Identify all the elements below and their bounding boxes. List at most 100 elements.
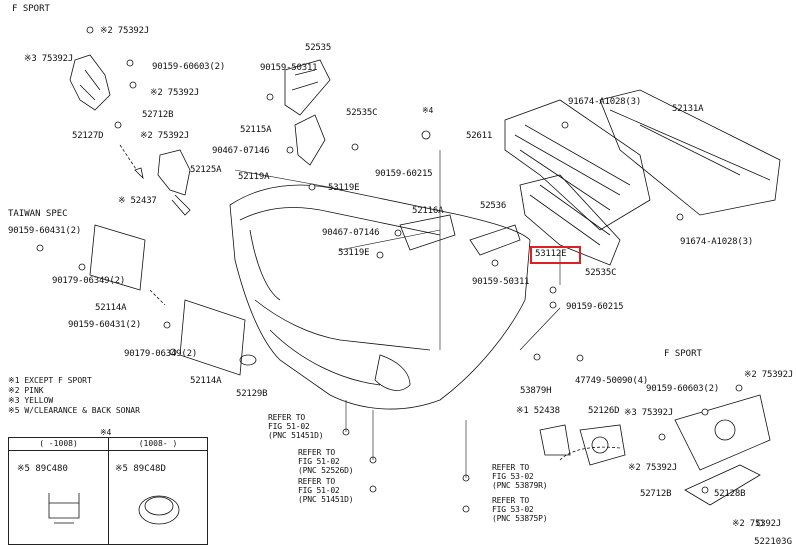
cap-52129b [239,354,257,366]
reinforcement-52131a [599,89,781,216]
refer-line: (PNC 52526D) [298,466,354,475]
section-taiwan-spec: TAIWAN SPEC [8,209,68,219]
part-label[interactable]: 91674-A1028(3) [680,237,754,247]
part-label[interactable]: 90159-60431(2) [68,320,142,330]
piece-52438 [539,424,571,456]
part-label[interactable]: 52127D [72,131,104,141]
inset-col1-part[interactable]: ※5 89C480 [17,464,68,474]
license-bracket-52114a-lower [179,299,246,376]
part-label[interactable]: 52126D [588,406,620,416]
sensor-icon [138,495,180,525]
fog-opening-left [374,354,411,391]
inset-col1-header: ( -1008) [9,438,108,451]
part-label[interactable]: ※3 75392J [24,54,74,64]
part-label[interactable]: 52114A [190,376,222,386]
lower-grille-53112e [519,174,621,266]
refer-line: FIG 53-02 [492,472,534,481]
refer-note[interactable]: REFER TO FIG 53-02 (PNC 53879R) [492,463,548,490]
refer-note[interactable]: REFER TO FIG 51-02 (PNC 52526D) [298,448,354,475]
refer-line: (PNC 53879R) [492,481,548,490]
refer-line: REFER TO [298,448,335,457]
part-label[interactable]: ※2 75392J [150,88,200,98]
legend: ※1 EXCEPT F SPORT ※2 PINK ※3 YELLOW ※5 W… [8,376,140,416]
part-label[interactable]: ※2 75392J [140,131,190,141]
refer-line: REFER TO [298,477,335,486]
part-label[interactable]: 52115A [240,125,272,135]
legend-item: ※1 EXCEPT F SPORT [8,376,92,385]
clip-icon [48,493,80,524]
refer-note[interactable]: REFER TO FIG 51-02 (PNC 51451D) [298,477,354,504]
part-label[interactable]: 90179-06349(2) [52,276,126,286]
part-label[interactable]: 90467-07146 [212,146,270,156]
part-label[interactable]: 90159-60603(2) [646,384,720,394]
bracket-52536 [469,224,521,256]
bumper-cover-52119a [229,184,531,410]
refer-note[interactable]: REFER TO FIG 51-02 (PNC 51451D) [268,413,324,440]
refer-line: (PNC 53875P) [492,514,548,523]
part-label[interactable]: 90159-60431(2) [8,226,82,236]
part-label[interactable]: 90159-60215 [375,169,433,179]
bracket-52116a [399,214,456,251]
refer-note[interactable]: REFER TO FIG 53-02 (PNC 53875P) [492,496,548,523]
license-bracket-52114a-upper [89,224,146,291]
refer-line: FIG 51-02 [298,457,340,466]
part-label[interactable]: ※ 52437 [118,196,157,206]
part-label[interactable]: 52611 [466,131,493,141]
part-label[interactable]: 52116A [412,206,444,216]
part-label[interactable]: 52535 [305,43,332,53]
refer-line: FIG 51-02 [268,422,310,431]
part-label[interactable]: 52535C [585,268,617,278]
part-label[interactable]: 91674-A1028(3) [568,97,642,107]
refer-line: (PNC 51451D) [268,431,324,440]
section-f-sport-top: F SPORT [12,4,50,14]
refer-line: REFER TO [268,413,305,422]
part-label[interactable]: 52131A [672,104,704,114]
part-label[interactable]: 52712B [640,489,672,499]
part-label[interactable]: 52129B [236,389,268,399]
highlighted-part-label[interactable]: 53112E [535,249,567,259]
part-label[interactable]: ※2 75392J [732,519,782,529]
part-label[interactable]: 53119E [328,183,360,193]
part-label[interactable]: 52128B [714,489,746,499]
inset-art [48,493,180,525]
part-label[interactable]: ※1 52438 [516,406,560,416]
refer-line: REFER TO [492,463,529,472]
bracket-52535 [284,59,331,116]
part-label[interactable]: 53119E [338,248,370,258]
part-label[interactable]: 52119A [238,172,270,182]
inset-box: ( -1008) (1008- ) ※5 89C480 ※5 89C48D [8,437,208,545]
fog-cover-52126d [579,424,626,466]
part-label[interactable]: 53879H [520,386,552,396]
part-label[interactable]: 90179-06349(2) [124,349,198,359]
bracket-52125a [157,149,191,196]
part-label[interactable]: ※3 75392J [624,408,674,418]
grille-52611 [504,99,651,231]
part-label[interactable]: ※2 75392J [100,26,150,36]
part-label[interactable]: 47749-50090(4) [575,376,649,386]
part-label[interactable]: 52535C [346,108,378,118]
fsport-bottom-cover [674,394,771,471]
refer-line: REFER TO [492,496,529,505]
part-label[interactable]: 52536 [480,201,507,211]
legend-item: ※2 PINK [8,386,44,395]
leader-lines [234,150,561,478]
part-label[interactable]: 90159-50311 [260,63,318,73]
inset-col2-header: (1008- ) [109,438,207,451]
part-label[interactable]: 52712B [142,110,174,120]
part-label[interactable]: 90159-60215 [566,302,624,312]
inset-col2-part[interactable]: ※5 89C48D [115,464,166,474]
legend-item: ※5 W/CLEARANCE & BACK SONAR [8,406,140,415]
bracket-52115a [294,114,326,166]
section-f-sport-bottom: F SPORT [664,349,702,359]
part-label[interactable]: 90159-60603(2) [152,62,226,72]
inset-title: ※4 [100,428,112,437]
part-label[interactable]: 90159-50311 [472,277,530,287]
highlight-box [530,246,581,264]
fastener-markers [36,26,764,527]
part-label[interactable]: ※2 75392J [744,370,794,380]
part-label[interactable]: 52114A [95,303,127,313]
part-label[interactable]: 90467-07146 [322,228,380,238]
part-label[interactable]: ※2 75392J [628,463,678,473]
part-label[interactable]: 52125A [190,165,222,175]
